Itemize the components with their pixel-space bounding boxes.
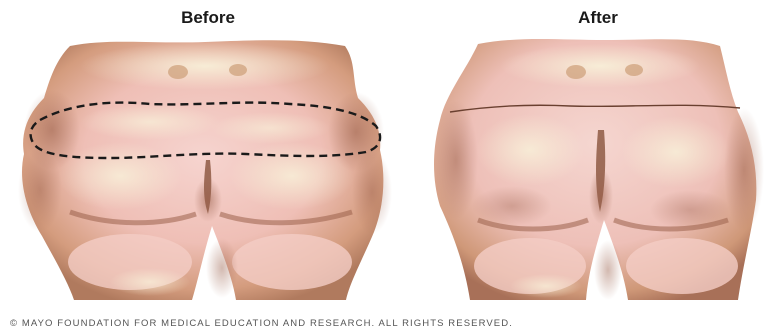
before-right-dimple [229,64,247,76]
after-left-flank-shade [434,100,478,220]
before-figure [18,40,392,300]
before-right-hip-shade [352,150,392,234]
before-cleft-shadow [194,178,222,222]
before-right-cheek-highlight [230,142,354,210]
after-waist-highlight [500,44,700,88]
after-inner-thigh-shade [594,240,622,300]
after-right-thigh [626,238,738,294]
after-right-dimple [625,64,643,76]
before-left-hip-shade [18,148,62,232]
before-waist-highlight [80,42,330,90]
after-left-dimple [566,65,586,79]
after-left-cheek-highlight [476,114,584,186]
before-right-thigh [232,234,352,290]
before-left-cheek-highlight [58,142,182,210]
copyright-notice: © MAYO FOUNDATION FOR MEDICAL EDUCATION … [10,318,513,329]
before-midback-highlight-2 [210,112,330,144]
after-figure [434,39,764,300]
after-cleft-shadow [589,168,613,224]
after-right-flank-shade [724,108,764,232]
before-midback-highlight [80,104,220,140]
before-inner-thigh-shade [206,238,238,298]
before-thigh-highlight [110,268,190,296]
after-thigh-highlight [510,274,582,298]
before-left-dimple [168,65,188,79]
after-right-cheek-highlight [622,116,730,188]
